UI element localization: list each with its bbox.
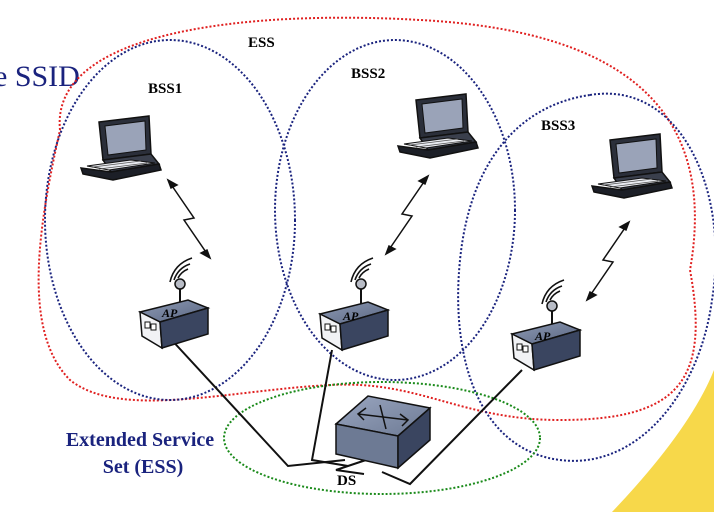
ess-label: ESS — [248, 35, 275, 51]
ap-label-bss3: AP — [534, 329, 551, 343]
ds-label: DS — [337, 473, 356, 489]
laptop-icon-bss3 — [591, 133, 673, 199]
laptop-icon-bss1 — [80, 115, 162, 181]
bss1-label: BSS1 — [148, 81, 182, 97]
ap-label-bss2: AP — [342, 309, 359, 323]
switch-icon — [334, 395, 432, 470]
ess-caption-line1: Extended Service — [66, 429, 214, 451]
bss1-boundary — [44, 39, 296, 401]
decorative-accent-shape — [612, 370, 714, 512]
access-point-icon-bss2 — [319, 257, 389, 351]
wireless-link-icon-bss2 — [385, 175, 429, 255]
ds-cabling — [167, 335, 523, 486]
bss2-label: BSS2 — [351, 66, 385, 82]
wireless-link-icon-bss3 — [586, 221, 630, 301]
access-point-icon-bss3 — [511, 279, 581, 371]
ess-caption-line2: Set (ESS) — [103, 456, 184, 478]
ds-boundary — [223, 381, 541, 495]
bss3-boundary — [457, 92, 714, 462]
ess-boundary — [37, 16, 697, 422]
ap-label-bss1: AP — [161, 306, 178, 320]
ssid-label: e SSID — [0, 60, 80, 93]
wireless-link-icon-bss1 — [167, 179, 211, 259]
bss2-boundary — [274, 39, 516, 381]
bss3-label: BSS3 — [541, 118, 575, 134]
laptop-icon-bss2 — [397, 93, 479, 159]
access-point-icon-bss1 — [139, 257, 209, 349]
